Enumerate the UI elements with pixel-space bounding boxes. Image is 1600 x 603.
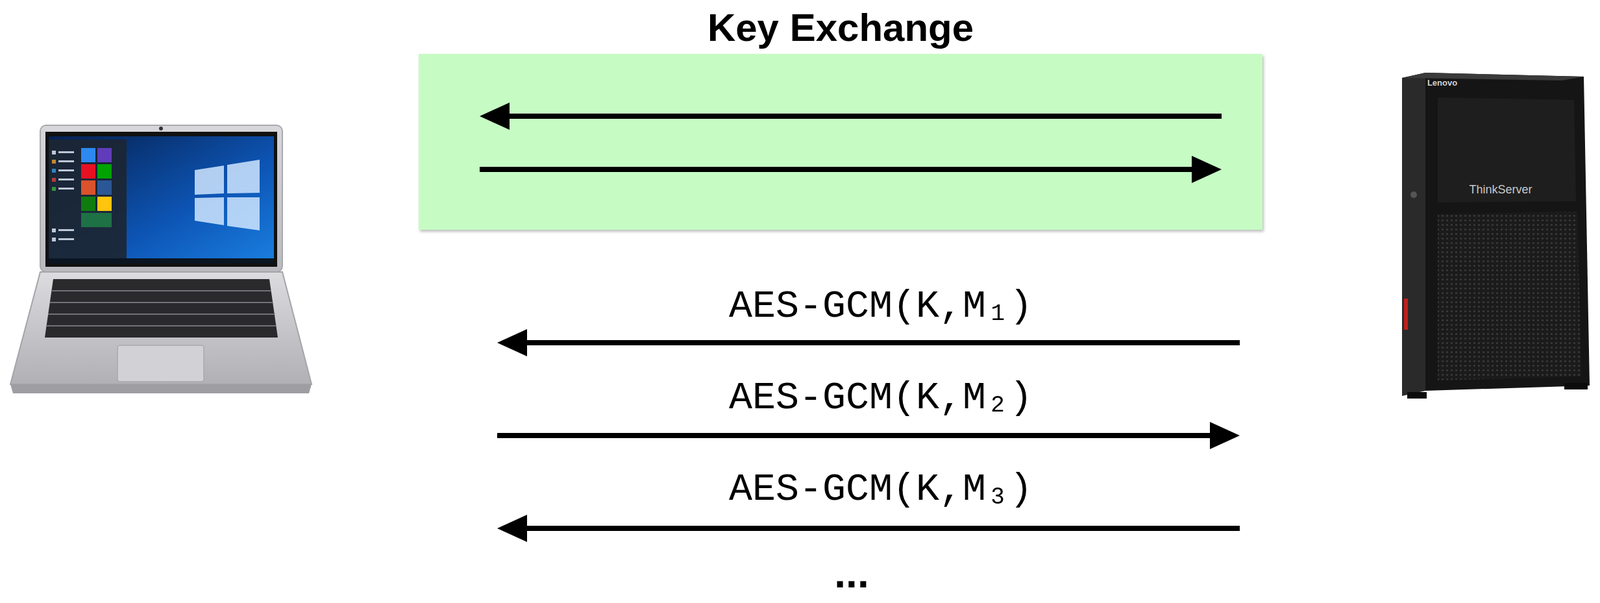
arrow-head — [479, 102, 510, 130]
server-indicator — [1403, 298, 1408, 330]
menu-tiles — [81, 147, 112, 228]
menu-items — [51, 150, 74, 242]
band-heading: Key Exchange — [707, 5, 974, 50]
server-panel — [1437, 97, 1576, 203]
start-menu — [48, 139, 127, 260]
key-exchange-band: Key Exchange — [418, 53, 1263, 230]
server-foot — [1407, 392, 1427, 399]
laptop-base — [10, 271, 312, 385]
laptop-screen — [48, 136, 274, 264]
laptop-bezel — [45, 131, 278, 267]
arrow-line — [499, 113, 1222, 119]
message-label: AES-GCM(K,M₁) — [728, 284, 1033, 330]
arrow-head — [1209, 421, 1240, 450]
keyboard — [44, 279, 278, 338]
server-illustration — [1402, 72, 1590, 399]
message-label: AES-GCM(K,M₃) — [728, 467, 1033, 513]
model-logo: ThinkServer — [1468, 183, 1532, 197]
brand-logo: Lenovo — [1427, 78, 1458, 89]
server-foot — [1564, 382, 1588, 390]
touchpad — [117, 345, 204, 382]
server-front-panel — [1402, 72, 1426, 396]
arrow-head — [497, 514, 528, 542]
arrow-line — [497, 432, 1218, 439]
message-label: AES-GCM(K,M₂) — [728, 375, 1033, 421]
laptop-illustration — [10, 125, 312, 394]
server-side — [1425, 72, 1590, 391]
laptop-lid — [40, 125, 283, 272]
arrow-line — [519, 525, 1240, 531]
exchange-arrows — [418, 53, 1263, 230]
keyboard-keys — [46, 290, 277, 326]
message-arrows — [497, 329, 1240, 542]
laptop-camera — [159, 126, 163, 131]
taskbar — [48, 258, 274, 264]
windows-logo — [194, 159, 260, 231]
arrow-head — [1191, 155, 1222, 184]
arrow-line — [479, 166, 1203, 173]
arrow-line — [519, 340, 1240, 346]
ellipsis: ... — [834, 549, 869, 598]
server-button — [1410, 191, 1417, 198]
laptop-edge — [10, 384, 312, 394]
server-grille — [1437, 211, 1582, 381]
arrow-head — [497, 329, 528, 357]
